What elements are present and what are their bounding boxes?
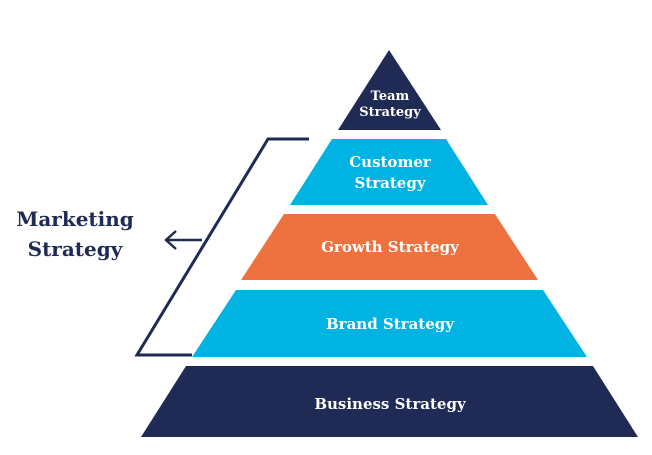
- tier-team-strategy: Team Strategy: [338, 50, 441, 130]
- tier-business-strategy: Business Strategy: [141, 366, 638, 437]
- bracket-line: [134, 137, 309, 357]
- tier-shape: [192, 290, 587, 357]
- tier-label-line: Business Strategy: [314, 395, 467, 413]
- tier-shape: [141, 366, 638, 437]
- marketing-strategy-bracket: Marketing Strategy: [16, 137, 309, 357]
- tier-label-line: Brand Strategy: [326, 315, 455, 333]
- tier-customer-strategy: Customer Strategy: [290, 139, 488, 205]
- tier-growth-strategy: Growth Strategy: [241, 214, 538, 280]
- tier-shape: [241, 214, 538, 280]
- tier-label-line: Strategy: [354, 174, 426, 192]
- marketing-strategy-label-line: Marketing: [16, 207, 134, 231]
- tier-shape: [338, 50, 441, 130]
- marketing-strategy-label-line: Strategy: [28, 237, 124, 261]
- tier-shape: [290, 139, 488, 205]
- tier-label-line: Strategy: [359, 105, 421, 120]
- arrow-left-icon: [164, 230, 202, 250]
- tier-brand-strategy: Brand Strategy: [192, 290, 587, 357]
- tier-label-line: Team: [371, 89, 410, 104]
- tier-label-line: Customer: [349, 153, 432, 171]
- tier-label-line: Growth Strategy: [321, 238, 460, 256]
